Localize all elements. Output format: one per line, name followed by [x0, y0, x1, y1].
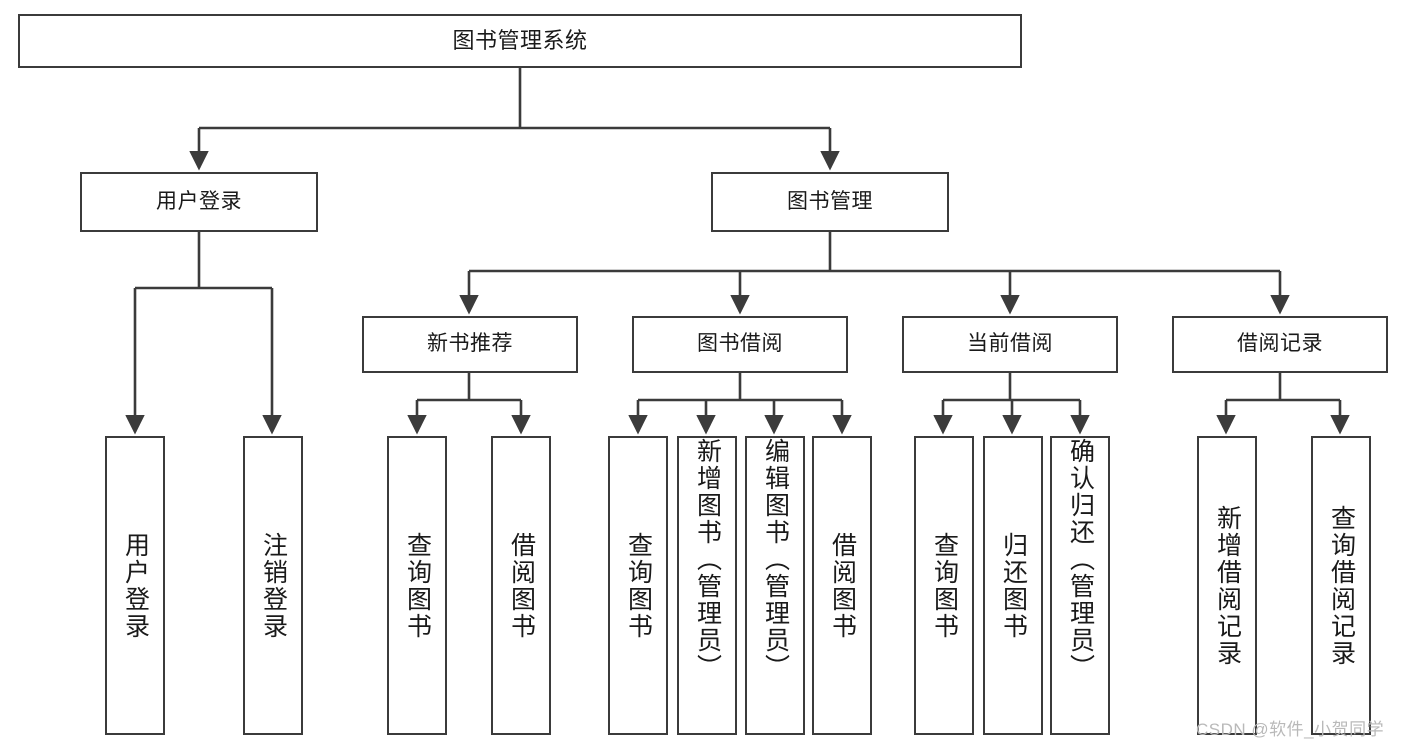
node-label: 归还图书 — [999, 531, 1028, 640]
node-label: 图书管理 — [787, 189, 873, 213]
leaf-add-book-admin[interactable]: 新增图书（管理员） — [677, 436, 737, 735]
leaf-query-borrow-record[interactable]: 查询借阅记录 — [1311, 436, 1371, 735]
node-label: 用户登录 — [156, 189, 242, 213]
node-label: 编辑图书（管理员） — [761, 438, 790, 681]
node-label: 查询图书 — [624, 531, 653, 640]
leaf-query-book-borrow[interactable]: 查询图书 — [608, 436, 668, 735]
leaf-query-book-current[interactable]: 查询图书 — [914, 436, 974, 735]
leaf-query-book-recommend[interactable]: 查询图书 — [387, 436, 447, 735]
node-label: 新书推荐 — [427, 332, 513, 356]
node-label: 图书管理系统 — [452, 28, 588, 54]
leaf-edit-book-admin[interactable]: 编辑图书（管理员） — [745, 436, 805, 735]
leaf-add-borrow-record[interactable]: 新增借阅记录 — [1197, 436, 1257, 735]
leaf-borrow-book-borrow[interactable]: 借阅图书 — [812, 436, 872, 735]
leaf-borrow-book-recommend[interactable]: 借阅图书 — [491, 436, 551, 735]
node-label: 查询图书 — [930, 531, 959, 640]
node-label: 查询图书 — [403, 531, 432, 640]
node-book-borrow[interactable]: 图书借阅 — [632, 316, 848, 373]
node-label: 确认归还（管理员） — [1066, 438, 1095, 681]
leaf-confirm-return-admin[interactable]: 确认归还（管理员） — [1050, 436, 1110, 735]
node-label: 图书借阅 — [697, 332, 783, 356]
leaf-logout-login[interactable]: 注销登录 — [243, 436, 303, 735]
node-current-borrow[interactable]: 当前借阅 — [902, 316, 1118, 373]
csdn-watermark: CSDN @软件_小贺同学 — [1196, 720, 1385, 739]
node-label: 借阅图书 — [507, 531, 536, 640]
node-user-login[interactable]: 用户登录 — [80, 172, 318, 232]
leaf-user-login[interactable]: 用户登录 — [105, 436, 165, 735]
node-label: 新增借阅记录 — [1213, 504, 1242, 667]
node-label: 借阅记录 — [1237, 332, 1323, 356]
node-label: 新增图书（管理员） — [693, 438, 722, 681]
node-new-book-recommend[interactable]: 新书推荐 — [362, 316, 578, 373]
node-label: 当前借阅 — [967, 332, 1053, 356]
node-label: 注销登录 — [259, 531, 288, 640]
node-label: 查询借阅记录 — [1327, 504, 1356, 667]
node-borrow-record[interactable]: 借阅记录 — [1172, 316, 1388, 373]
leaf-return-book[interactable]: 归还图书 — [983, 436, 1043, 735]
node-label: 借阅图书 — [828, 531, 857, 640]
node-root-book-management-system[interactable]: 图书管理系统 — [18, 14, 1022, 68]
node-label: 用户登录 — [121, 531, 150, 640]
node-book-manage[interactable]: 图书管理 — [711, 172, 949, 232]
